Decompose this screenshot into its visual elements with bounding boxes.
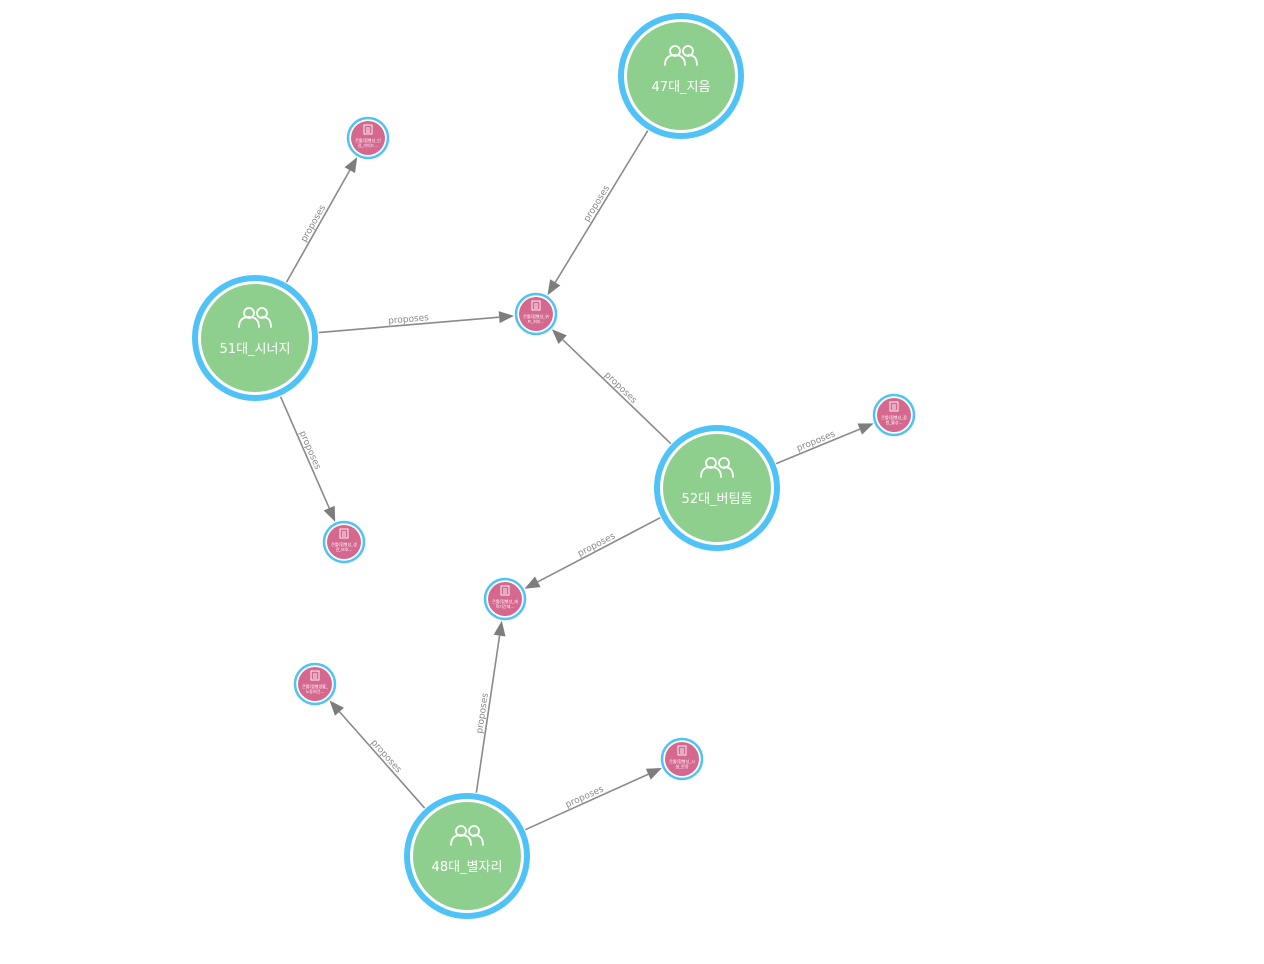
edge-line[interactable] [318, 316, 500, 334]
document-node-label-line1: 큰틀(협행생활_ [302, 683, 329, 689]
document-icon [677, 745, 687, 756]
document-icon [500, 585, 510, 596]
document-node-d6[interactable]: 큰틀(협행생활_노동여건… [293, 662, 337, 706]
edge-g51-d4[interactable]: proposes [279, 396, 336, 522]
edge-g51-d1[interactable]: proposes [285, 157, 358, 283]
group-node-g51[interactable]: 51대_시너지 [192, 275, 318, 401]
document-node-d1[interactable]: 큰틀(협행성_인권_가이드… [346, 116, 390, 160]
nodes-layer: 47대_지음 51대_시너지 52대_버팀돌 48대_별자리 큰틀(협행성_인권_가이드… [192, 13, 916, 919]
edge-label: proposes [602, 370, 639, 406]
document-node-d7[interactable]: 큰틀(협행성_시설_안정 [660, 737, 704, 781]
group-node-body[interactable] [627, 22, 735, 130]
document-node-body[interactable] [877, 398, 911, 432]
group-node-label: 51대_시너지 [220, 342, 291, 357]
document-node-body[interactable] [488, 582, 522, 616]
edge-g52-d2[interactable]: proposes [551, 329, 672, 445]
document-node-d2[interactable]: 큰틀(협행성_위프_처리… [514, 292, 558, 336]
document-node-label-line2: 프_처리… [527, 318, 544, 324]
group-node-body[interactable] [413, 802, 521, 910]
group-node-g47[interactable]: 47대_지음 [618, 13, 744, 139]
edge-label: proposes [297, 430, 323, 472]
users-icon [450, 825, 484, 846]
edges-layer: proposes proposes proposes proposes proposes… [279, 130, 874, 831]
arrowhead-icon [524, 576, 541, 589]
document-icon [339, 528, 349, 539]
document-node-label-line2: 학기간제… [496, 603, 515, 609]
document-node-body[interactable] [327, 525, 361, 559]
edge-g48-d5[interactable]: proposes [475, 620, 506, 793]
edge-line[interactable] [338, 711, 426, 809]
document-icon [310, 670, 320, 681]
edge-g51-d2[interactable]: proposes [318, 311, 515, 334]
document-node-label-line2: 권_가이드… [358, 142, 379, 148]
edge-label: proposes [576, 531, 617, 559]
document-node-d3[interactable]: 큰틀(협행성_참원_활성… [872, 393, 916, 437]
edge-line[interactable] [475, 635, 501, 793]
users-icon [700, 457, 734, 478]
users-icon [238, 307, 272, 328]
document-node-body[interactable] [351, 121, 385, 155]
edge-line[interactable] [285, 169, 351, 283]
document-node-label-line1: 큰틀(협행성_참 [881, 414, 907, 420]
edge-line[interactable] [537, 516, 661, 583]
document-node-body[interactable] [665, 742, 699, 776]
document-node-label-line2: 설_안정 [675, 763, 688, 769]
edge-line[interactable] [554, 130, 649, 283]
document-node-d4[interactable]: 큰틀(협행성_생견_보호… [322, 520, 366, 564]
group-node-label: 48대_별자리 [432, 860, 503, 875]
edge-line[interactable] [562, 339, 672, 445]
edge-g52-d5[interactable]: proposes [524, 516, 661, 589]
arrowhead-icon [857, 423, 874, 435]
document-node-body[interactable] [519, 297, 553, 331]
edge-g52-d3[interactable]: proposes [775, 423, 874, 465]
edge-label: proposes [299, 203, 328, 244]
edge-label: proposes [582, 184, 612, 224]
document-node-label-line2: 원_활성… [885, 419, 902, 425]
document-node-label-line1: 큰틀(협행성_시 [669, 758, 695, 764]
edge-g48-d7[interactable]: proposes [525, 768, 662, 831]
arrowhead-icon [498, 311, 515, 324]
arrowhead-icon [551, 329, 567, 344]
arrowhead-icon [493, 620, 506, 637]
document-node-label-line1: 큰틀(협행성_생 [331, 541, 357, 547]
document-node-label-line1: 큰틀(협행성_위 [523, 313, 549, 319]
group-node-body[interactable] [201, 284, 309, 392]
document-node-label-line1: 큰틀(협행성_재 [492, 598, 518, 604]
arrowhead-icon [323, 505, 336, 522]
edge-label: proposes [369, 738, 404, 775]
group-node-label: 52대_버팀돌 [682, 492, 753, 507]
users-icon [664, 45, 698, 66]
arrowhead-icon [344, 157, 358, 174]
edge-line[interactable] [279, 396, 330, 509]
document-node-label-line1: 큰틀(협행성_인 [355, 137, 381, 143]
group-node-body[interactable] [663, 434, 771, 542]
group-node-g52[interactable]: 52대_버팀돌 [654, 425, 780, 551]
document-node-label-line2: 견_보호… [335, 546, 352, 552]
arrowhead-icon [329, 700, 344, 716]
edge-g48-d6[interactable]: proposes [329, 700, 426, 809]
document-icon [889, 401, 899, 412]
arrowhead-icon [547, 279, 561, 296]
arrowhead-icon [645, 768, 662, 780]
edge-line[interactable] [525, 773, 649, 831]
edge-label: proposes [388, 313, 430, 326]
edge-line[interactable] [775, 428, 861, 465]
document-icon [363, 124, 373, 135]
group-node-g48[interactable]: 48대_별자리 [404, 793, 530, 919]
group-node-label: 47대_지음 [652, 80, 711, 95]
document-node-body[interactable] [298, 667, 332, 701]
document-node-d5[interactable]: 큰틀(협행성_재학기간제… [483, 577, 527, 621]
document-node-label-line2: 노동여건… [306, 688, 325, 694]
edge-g47-d2[interactable]: proposes [547, 130, 649, 296]
document-icon [531, 300, 541, 311]
edge-label: proposes [564, 784, 606, 810]
